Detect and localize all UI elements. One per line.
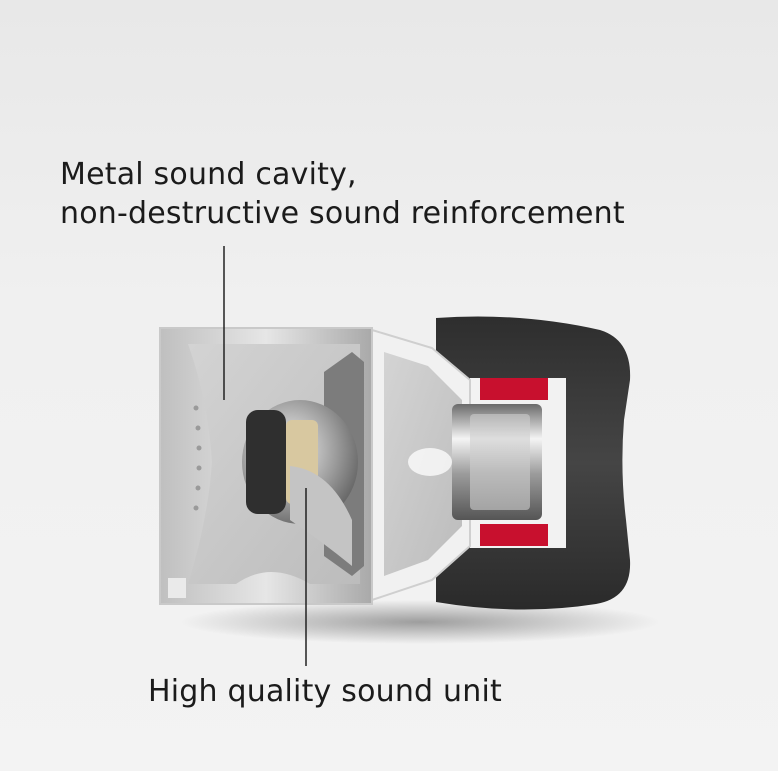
red-ring-top — [480, 378, 548, 400]
drop-shadow — [180, 600, 660, 644]
housing-notch — [168, 578, 186, 598]
cavity-callout-line1: Metal sound cavity, — [60, 157, 357, 192]
driver-magnet — [246, 410, 286, 514]
sound-unit-callout: High quality sound unit — [148, 674, 502, 709]
red-ring-bottom — [480, 524, 548, 546]
vent-holes — [193, 405, 202, 511]
nozzle-highlight — [408, 448, 452, 476]
cavity-callout-line2: non-destructive sound reinforcement — [60, 196, 625, 231]
nozzle-bore — [470, 414, 530, 510]
